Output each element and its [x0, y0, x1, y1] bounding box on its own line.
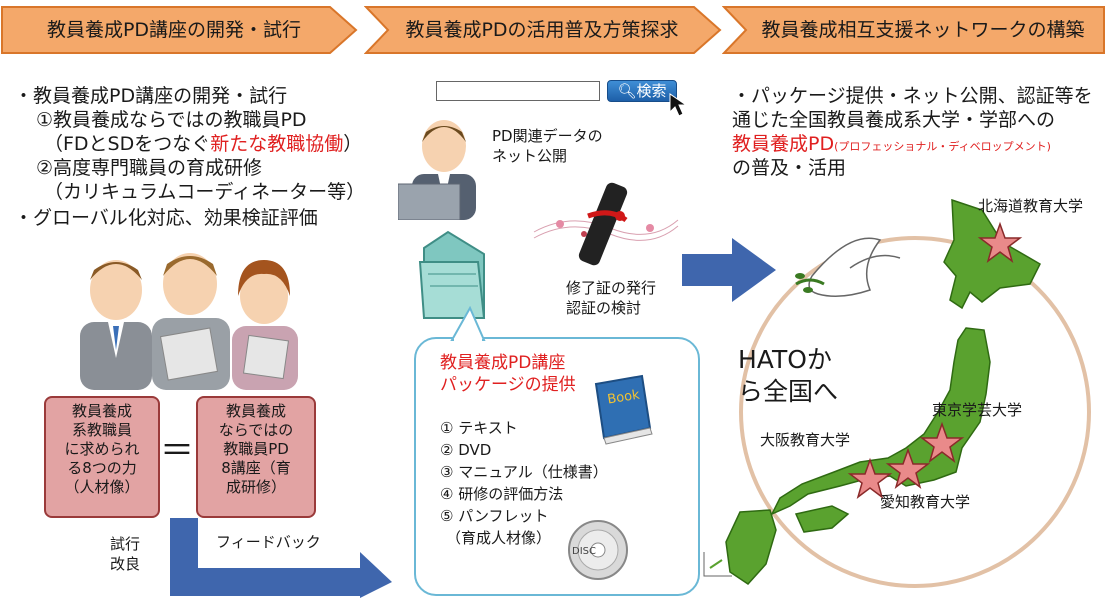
pd-course-box: 教員養成 ならではの 教職員PD 8講座（育 成研修）	[196, 396, 316, 518]
hato-line: ら全国へ	[738, 377, 839, 406]
pd-data-label: PD関連データの ネット公開	[492, 126, 603, 166]
competency-line: 教員養成	[71, 402, 132, 420]
left-line-2: ①教員養成ならではの教職員PD	[36, 109, 307, 131]
right-line-4: の普及・活用	[732, 157, 847, 179]
star-hokkaido	[977, 221, 1023, 263]
package-item-5-sub: （育成人材像）	[446, 529, 552, 547]
competency-line: 系教職員	[71, 421, 132, 439]
package-item-4: ④ 研修の評価方法	[440, 485, 564, 503]
chevron-shape	[722, 6, 1105, 54]
cursor-arrow-icon	[669, 93, 688, 117]
right-line-3-small: (プロフェッショナル・ディベロップメント)	[834, 140, 1051, 153]
header-step-1: 教員養成PD講座の開発・試行	[0, 4, 360, 56]
left-line-3-pre: （FDとSDをつなぐ	[44, 133, 211, 155]
left-line-3-post: ）	[343, 133, 363, 155]
pd-course-line: 教職員PD	[223, 440, 289, 458]
right-line-3: 教員養成PD(プロフェッショナル・ディベロップメント)	[732, 132, 1051, 159]
trial-line: 試行	[110, 535, 141, 553]
star-aichi	[885, 447, 931, 489]
competency-box: 教員養成 系教職員 に求められ る8つの力 （人材像）	[44, 396, 160, 518]
trial-line: 改良	[110, 555, 141, 573]
network-circle	[739, 236, 1091, 588]
pd-course-line: 教員養成	[225, 402, 286, 420]
chevron-shape	[1, 6, 358, 54]
book-label: Book	[606, 388, 641, 408]
left-line-6: ・グローバル化対応、効果検証評価	[14, 207, 318, 229]
search-button[interactable]: 🔍︎検索	[607, 80, 677, 102]
package-title-line: 教員養成PD講座	[440, 353, 566, 373]
kyushu-shape	[725, 509, 777, 585]
pd-course-line: ならではの	[218, 421, 294, 439]
trial-label: 試行 改良	[110, 534, 140, 574]
man-laptop-illustration	[398, 120, 476, 220]
disc-label: DISC	[572, 546, 596, 557]
package-item-5: ⑤ パンフレット	[440, 507, 549, 525]
japan-network-map	[703, 198, 1091, 588]
right-line-1: ・パッケージ提供・ネット公開、認証等を	[732, 85, 1093, 107]
competency-line: に求められ	[64, 440, 140, 458]
chevron-shape	[364, 6, 722, 54]
search-icon: 🔍︎	[617, 82, 637, 100]
certificate-line: 修了証の発行	[566, 279, 657, 297]
dove-icon	[795, 237, 901, 297]
pd-course-line: 成研修）	[225, 478, 286, 496]
okinawa-inset	[703, 552, 732, 577]
certificate-line: 認証の検討	[566, 299, 642, 317]
header-step-3: 教員養成相互支援ネットワークの構築	[722, 4, 1105, 56]
package-callout	[414, 337, 700, 596]
pd-course-line: 8講座（育	[221, 459, 291, 477]
search-input[interactable]	[436, 81, 600, 101]
shikoku-shape	[794, 505, 850, 533]
book-icon: Book	[594, 374, 653, 445]
university-tokyo: 東京学芸大学	[932, 401, 1023, 419]
left-line-4: ②高度専門職員の育成研修	[36, 157, 263, 179]
right-line-3-highlight: 教員養成PD	[732, 133, 835, 155]
star-tokyo	[919, 421, 965, 463]
right-line-2: 通じた全国教員養成系大学・学部への	[732, 109, 1056, 131]
package-item-3: ③ マニュアル（仕様書）	[440, 463, 608, 481]
pd-data-line: ネット公開	[492, 147, 568, 165]
competency-line: （人材像）	[64, 478, 140, 496]
star-osaka	[847, 457, 893, 499]
equals-sign: ＝	[160, 431, 194, 471]
staff-people-illustration	[80, 253, 298, 390]
header-step-3-label: 教員養成相互支援ネットワークの構築	[761, 19, 1085, 41]
package-item-2: ② DVD	[440, 441, 492, 459]
feedback-label: フィードバック	[216, 533, 321, 551]
left-line-3: （FDとSDをつなぐ新たな教職協働）	[44, 132, 362, 156]
hato-label: HATOか ら全国へ	[738, 344, 838, 408]
header-step-1-label: 教員養成PD講座の開発・試行	[46, 19, 302, 41]
header-step-2: 教員養成PDの活用普及方策探求	[364, 4, 724, 56]
certificate-diploma-icon	[533, 182, 679, 266]
honshu-shape	[770, 327, 991, 516]
certificate-label: 修了証の発行 認証の検討	[566, 278, 656, 318]
university-hokkaido: 北海道教育大学	[978, 197, 1084, 215]
feedback-arrow	[170, 518, 392, 598]
folder-icon	[418, 230, 486, 319]
package-title: 教員養成PD講座 パッケージの提供	[440, 352, 576, 396]
competency-line: る8つの力	[67, 459, 137, 477]
disc-icon: DISC	[568, 520, 628, 580]
left-line-3-highlight: 新たな教職協働	[210, 133, 344, 155]
hato-line: HATOか	[738, 345, 832, 374]
header-step-2-label: 教員養成PDの活用普及方策探求	[405, 19, 679, 41]
package-item-1: ① テキスト	[440, 419, 518, 437]
left-line-1: ・教員養成PD講座の開発・試行	[14, 85, 288, 107]
package-title-line: パッケージの提供	[440, 375, 576, 395]
callout-tail	[450, 306, 486, 342]
right-arrow	[682, 238, 776, 302]
left-line-5: （カリキュラムコーディネーター等）	[44, 181, 366, 203]
pd-data-line: PD関連データの	[492, 127, 603, 145]
university-aichi: 愛知教育大学	[880, 493, 971, 511]
university-osaka: 大阪教育大学	[760, 431, 851, 449]
search-button-label: 検索	[636, 82, 667, 100]
